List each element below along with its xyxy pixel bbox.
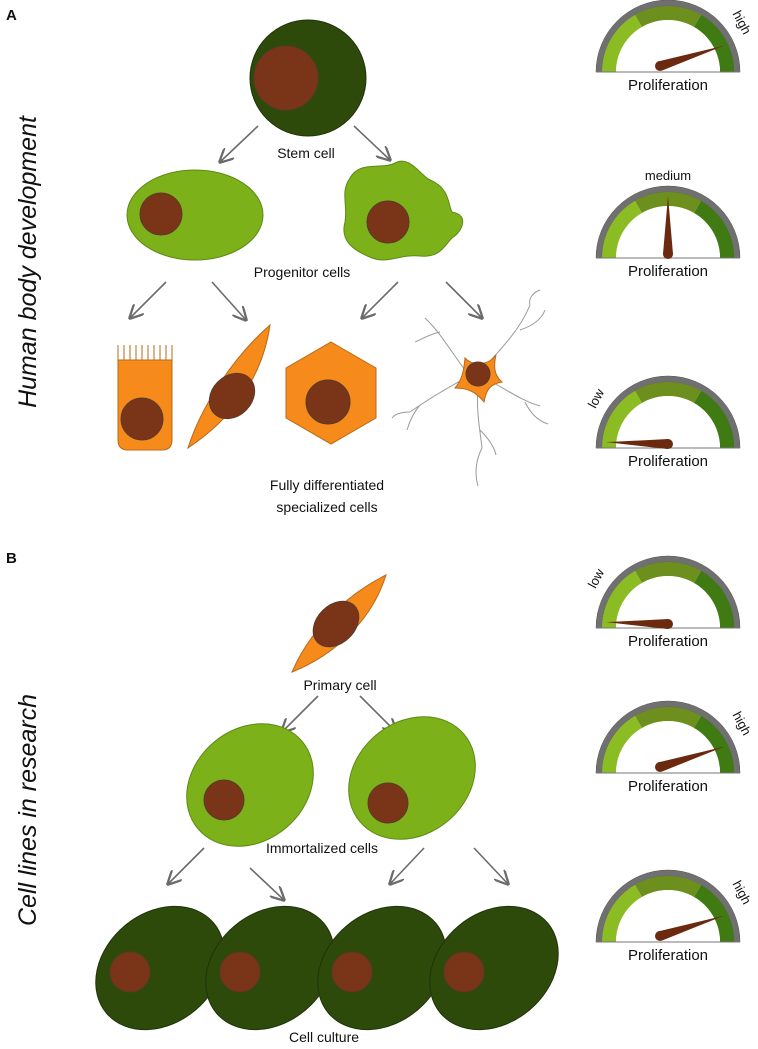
arrow-imm-left-2: [249, 867, 284, 900]
stem-cell-label: Stem cell: [277, 145, 335, 161]
differentiated-label-line1: Fully differentiated: [270, 477, 384, 493]
panel-b-side-title: Cell lines in research: [14, 694, 42, 926]
gauge-level-label: low: [585, 566, 608, 591]
hexagonal-cell: [285, 341, 377, 445]
culture-cell-3: [317, 905, 447, 1031]
culture-cell-4: [429, 905, 559, 1031]
arrow-prog-left-2: [211, 281, 246, 320]
panel-a-side-title: Human body development: [14, 115, 42, 408]
arrow-imm-right-2: [473, 847, 508, 884]
gauge-needle: [606, 619, 669, 629]
gauge-caption: Proliferation: [628, 453, 708, 470]
gauge-caption: Proliferation: [628, 77, 708, 94]
gauge-caption: Proliferation: [628, 633, 708, 650]
arrow-imm-right-1: [390, 847, 425, 884]
gauge-level-label: low: [585, 386, 608, 411]
gauge-level-label: high: [730, 878, 755, 907]
progenitor-cells-label: Progenitor cells: [254, 264, 351, 280]
gauge-needle: [606, 439, 669, 449]
panel-b-letter: B: [6, 550, 17, 567]
gauge-needle: [657, 746, 725, 772]
primary-cell-label: Primary cell: [303, 677, 376, 693]
immortalized-cell-left: [186, 723, 314, 847]
primary-cell: [291, 574, 387, 673]
spindle-cell: [187, 323, 271, 450]
immortalized-cell-right: [348, 716, 476, 840]
arrow-prog-right-2: [445, 281, 482, 318]
arrow-prog-left-1: [130, 281, 167, 318]
arrow-prog-right-1: [362, 281, 399, 318]
proliferation-gauges: highProliferationmediumProliferationlowP…: [585, 0, 755, 964]
progenitor-cell-irregular: [343, 160, 464, 261]
culture-cell-1: [95, 905, 225, 1031]
gauge-needle: [663, 196, 673, 254]
gauge-level-label: medium: [645, 168, 691, 183]
epithelial-cell: [117, 345, 173, 451]
gauge-needle: [657, 915, 725, 941]
arrow-stem-to-left: [220, 125, 259, 162]
gauge-level-label: high: [730, 709, 755, 738]
arrow-primary-to-left: [282, 695, 319, 732]
arrow-imm-left-1: [168, 847, 205, 884]
differentiated-label-line2: specialized cells: [276, 499, 377, 515]
neuron-cell: [391, 289, 549, 487]
progenitor-cell-oval: [126, 169, 264, 261]
gauge-caption: Proliferation: [628, 263, 708, 280]
gauge-caption: Proliferation: [628, 947, 708, 964]
culture-cell-2: [205, 905, 335, 1031]
gauge-needle: [657, 45, 725, 71]
stem-cell: [249, 19, 367, 137]
gauge-caption: Proliferation: [628, 778, 708, 795]
gauge-level-label: high: [730, 8, 755, 37]
immortalized-cells-label: Immortalized cells: [266, 840, 378, 856]
cell-culture-label: Cell culture: [289, 1029, 359, 1045]
panel-a-letter: A: [6, 7, 17, 24]
arrow-stem-to-right: [353, 125, 390, 160]
